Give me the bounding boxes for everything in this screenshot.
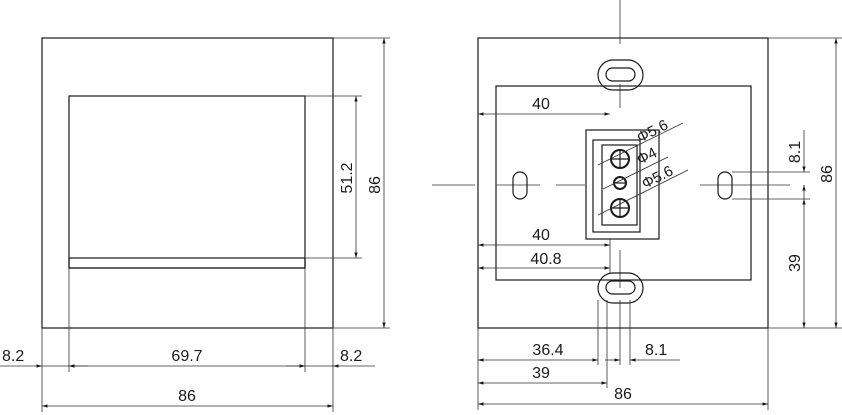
dim-36-4: 36.4: [532, 342, 563, 359]
back-view: Φ5.6 Φ4 Φ5.6 40 40 40.8 36.4 8.1 39 86: [432, 0, 842, 410]
front-inner-panel: [68, 95, 306, 269]
hole-label-center: Φ4: [634, 144, 660, 168]
top-mounting-tab: [597, 59, 644, 91]
dim-39-right: 39: [787, 254, 804, 272]
dim-8-1-right: 8.1: [787, 141, 804, 163]
front-panel-strip: [68, 257, 306, 269]
top-mounting-slot: [605, 67, 636, 82]
dim-back-overall-height: 86: [819, 165, 836, 183]
front-view: 51.2 86 8.2 69.7 8.2 86: [0, 37, 390, 412]
left-side-slot: [512, 171, 528, 200]
dim-40-mid: 40: [532, 227, 550, 244]
front-outer-frame: [41, 37, 334, 329]
dim-40-top: 40: [532, 96, 550, 113]
back-outer-frame: [477, 37, 769, 329]
dim-39-bottom: 39: [532, 365, 550, 382]
dim-40-8: 40.8: [530, 251, 561, 268]
bottom-mounting-tab: [597, 272, 644, 304]
hole-label-top: Φ5.6: [634, 117, 671, 147]
dim-8-1-bottom: 8.1: [645, 342, 667, 359]
dim-front-overall-width: 86: [178, 388, 196, 405]
dim-inner-width: 69.7: [171, 348, 202, 365]
dim-front-overall-height: 86: [367, 176, 384, 194]
dim-front-left-margin: 8.2: [2, 348, 24, 365]
back-mounting-plate: [495, 85, 752, 281]
dim-back-overall-width: 86: [614, 386, 632, 403]
right-side-slot: [717, 171, 733, 200]
dim-inner-height: 51.2: [339, 162, 356, 193]
bottom-mounting-slot: [605, 280, 636, 295]
dim-front-right-margin: 8.2: [340, 348, 362, 365]
